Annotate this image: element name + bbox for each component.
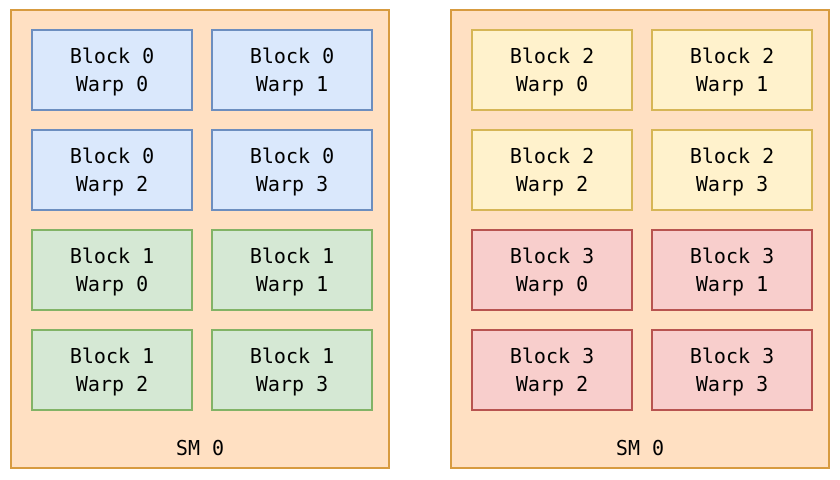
block-label: Block 0 bbox=[249, 44, 335, 68]
block-label: Block 2 bbox=[509, 144, 595, 168]
block-label: Block 2 bbox=[509, 44, 595, 68]
warp-box: Block 2 Warp 3 bbox=[651, 129, 813, 211]
warp-label: Warp 0 bbox=[515, 272, 589, 296]
warp-label: Warp 2 bbox=[515, 372, 589, 396]
block-label: Block 3 bbox=[509, 344, 595, 368]
block-label: Block 2 bbox=[689, 44, 775, 68]
warp-box: Block 1 Warp 3 bbox=[211, 329, 373, 411]
warp-box: Block 2 Warp 1 bbox=[651, 29, 813, 111]
sm-label: SM 0 bbox=[175, 436, 225, 460]
warp-box: Block 0 Warp 0 bbox=[31, 29, 193, 111]
warp-box: Block 3 Warp 2 bbox=[471, 329, 633, 411]
sm-container-left: Block 0 Warp 0 Block 0 Warp 1 Block 0 Wa… bbox=[10, 9, 390, 469]
warp-label: Warp 1 bbox=[695, 72, 769, 96]
warp-box: Block 0 Warp 2 bbox=[31, 129, 193, 211]
warp-label: Warp 3 bbox=[255, 172, 329, 196]
warp-label: Warp 3 bbox=[255, 372, 329, 396]
warp-label: Warp 2 bbox=[515, 172, 589, 196]
block-label: Block 0 bbox=[69, 44, 155, 68]
block-label: Block 2 bbox=[689, 144, 775, 168]
warp-label: Warp 1 bbox=[695, 272, 769, 296]
block-label: Block 1 bbox=[249, 244, 335, 268]
warp-box: Block 2 Warp 2 bbox=[471, 129, 633, 211]
warp-label: Warp 3 bbox=[695, 172, 769, 196]
warp-label: Warp 0 bbox=[75, 272, 149, 296]
block-label: Block 0 bbox=[69, 144, 155, 168]
warp-box: Block 3 Warp 0 bbox=[471, 229, 633, 311]
sm-container-right: Block 2 Warp 0 Block 2 Warp 1 Block 2 Wa… bbox=[450, 9, 830, 469]
sm-label: SM 0 bbox=[615, 436, 665, 460]
warp-box: Block 3 Warp 1 bbox=[651, 229, 813, 311]
block-label: Block 3 bbox=[689, 344, 775, 368]
warp-label: Warp 1 bbox=[255, 272, 329, 296]
warp-label: Warp 0 bbox=[75, 72, 149, 96]
block-label: Block 1 bbox=[69, 244, 155, 268]
warp-box: Block 1 Warp 2 bbox=[31, 329, 193, 411]
warp-box: Block 2 Warp 0 bbox=[471, 29, 633, 111]
warp-box: Block 0 Warp 3 bbox=[211, 129, 373, 211]
warp-label: Warp 2 bbox=[75, 372, 149, 396]
block-label: Block 1 bbox=[69, 344, 155, 368]
warp-box: Block 1 Warp 0 bbox=[31, 229, 193, 311]
block-label: Block 0 bbox=[249, 144, 335, 168]
warp-label: Warp 3 bbox=[695, 372, 769, 396]
warp-box: Block 3 Warp 3 bbox=[651, 329, 813, 411]
warp-box: Block 1 Warp 1 bbox=[211, 229, 373, 311]
warp-label: Warp 2 bbox=[75, 172, 149, 196]
block-label: Block 1 bbox=[249, 344, 335, 368]
block-label: Block 3 bbox=[509, 244, 595, 268]
block-label: Block 3 bbox=[689, 244, 775, 268]
warp-label: Warp 1 bbox=[255, 72, 329, 96]
warp-box: Block 0 Warp 1 bbox=[211, 29, 373, 111]
warp-label: Warp 0 bbox=[515, 72, 589, 96]
